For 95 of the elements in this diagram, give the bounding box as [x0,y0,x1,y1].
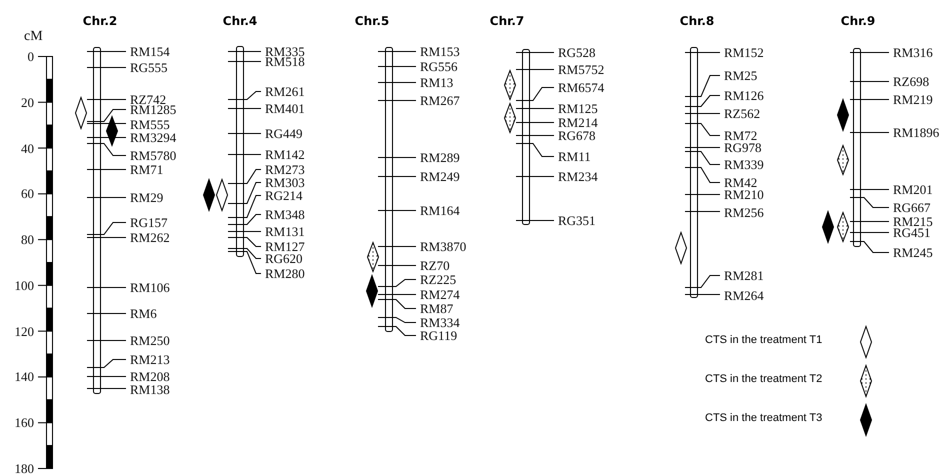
unit-label: cM [24,30,43,43]
marker-label: RM152 [724,46,764,59]
marker-label: RM142 [265,148,305,161]
marker-label: RM339 [724,158,764,171]
marker-label: RG449 [265,127,303,140]
marker-label: RM262 [130,231,170,244]
marker-label: RM214 [558,116,598,129]
marker-label: RM256 [724,206,764,219]
marker-label: RM264 [724,289,764,302]
marker-label: RM335 [265,45,305,58]
marker-label: RG556 [420,60,458,73]
scale-value: 100 [14,278,34,292]
marker-label: RM210 [724,188,764,201]
marker-label: RZ225 [420,273,456,286]
marker-label: RM245 [893,246,933,259]
marker-label: RM348 [265,208,305,221]
marker-label: RG678 [558,129,596,142]
marker-label: RM289 [420,151,460,164]
chromosome-label: Chr.2 [82,14,118,28]
marker-label: RM316 [893,46,933,59]
marker-label: RG555 [130,61,168,74]
scale-value: 20 [21,96,34,109]
legend-text: CTS in the treatment T1 [705,334,822,347]
marker-label: RM208 [130,370,170,383]
marker-label: RM29 [130,191,164,204]
marker-label: RG620 [265,252,303,265]
chromosome-label: Chr.9 [840,14,876,28]
marker-label: RM125 [558,102,598,115]
chromosome-label: Chr.8 [680,14,714,28]
marker-label: RM127 [265,240,305,253]
chromosome-label: Chr.5 [354,14,390,28]
scale-value: 80 [21,233,34,246]
marker-label: RM71 [130,163,164,176]
marker-label: RM126 [724,89,764,102]
scale-value: 160 [14,416,34,430]
marker-label: RG157 [130,216,168,229]
marker-label: RZ742 [130,93,166,106]
marker-label: RM72 [724,129,758,142]
marker-label: RM219 [893,93,933,106]
marker-label: RM250 [130,334,170,347]
marker-label: RM274 [420,288,460,301]
marker-label: RM334 [420,316,460,329]
chromosome-label: Chr.4 [222,14,258,28]
marker-label: RM164 [420,204,460,217]
scale-value: 140 [14,370,34,384]
marker-label: RG119 [420,329,458,342]
marker-label: RM1896 [893,126,940,139]
marker-label: RG351 [558,214,596,227]
marker-label: RM213 [130,353,170,366]
marker-label: RM138 [130,383,170,396]
marker-label: RM273 [265,163,305,176]
marker-label: RM153 [420,45,460,58]
marker-label: RM518 [265,55,305,68]
scale-value: 40 [21,142,34,155]
marker-label: RM11 [558,150,591,163]
marker-label: RG667 [893,201,931,214]
chromosome-label: Chr.7 [490,14,524,28]
marker-label: RG214 [265,189,303,202]
marker-label: RM42 [724,176,758,189]
marker-label: RM6 [130,307,157,320]
marker-label: RM555 [130,118,170,131]
marker-label: RM267 [420,94,460,107]
marker-label: RM25 [724,69,758,82]
marker-label: RM106 [130,281,170,294]
marker-label: RM281 [724,269,764,282]
marker-label: RM3294 [130,131,176,144]
marker-label: RM280 [265,267,305,280]
marker-label: RG978 [724,141,762,154]
marker-label: RM87 [420,302,454,315]
legend-text: CTS in the treatment T3 [705,412,822,425]
marker-label: RM303 [265,176,305,189]
marker-label: RM6574 [558,81,604,94]
marker-label: RM5780 [130,149,176,162]
scale-value: 0 [28,50,34,63]
marker-label: RM5752 [558,63,604,76]
marker-label: RM131 [265,225,305,238]
scale-value: 180 [14,462,34,475]
marker-label: RM234 [558,170,598,183]
legend-text: CTS in the treatment T2 [705,373,822,386]
marker-label: RM201 [893,183,933,196]
marker-label: RM13 [420,76,454,89]
marker-label: RM154 [130,45,170,58]
marker-label: RM215 [893,215,933,228]
marker-label: RM3870 [420,240,466,253]
scale-value: 120 [14,324,34,338]
marker-label: RG528 [558,46,596,59]
marker-label: RG451 [893,226,931,239]
marker-label: RZ698 [893,75,930,88]
marker-label: RM249 [420,170,460,183]
marker-label: RM1285 [130,103,176,116]
scale-value: 60 [21,187,34,200]
marker-label: RZ70 [420,259,450,272]
marker-label: RM401 [265,102,305,115]
marker-label: RZ562 [724,107,760,120]
marker-label: RM261 [265,85,305,98]
